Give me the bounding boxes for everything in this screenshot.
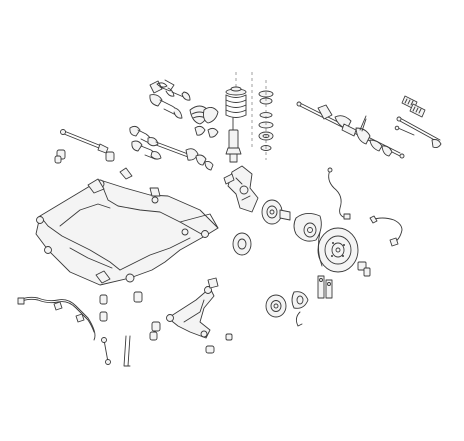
shock-absorber-icon (225, 117, 242, 163)
caliper-bracket-icon (317, 275, 333, 299)
link-rod-icon (101, 335, 131, 367)
tie-rod-icon (60, 129, 109, 154)
brake-disc-icon (317, 227, 371, 277)
wheel-hub-icon (232, 199, 291, 256)
drive-shaft-icon (149, 79, 191, 119)
strut-mount-icon (258, 80, 274, 160)
steering-boot-icon (401, 95, 426, 118)
tie-rod-right-icon (394, 116, 442, 149)
drive-shaft-lower-icon (129, 125, 214, 171)
brake-caliper-icon (293, 213, 322, 242)
coil-spring-icon (225, 72, 253, 150)
sensor-cable-icon (327, 167, 403, 247)
control-arm-icon (166, 277, 219, 339)
bushing-icon (54, 149, 115, 164)
bushings-lower-icon (99, 291, 233, 354)
cv-joint-boots (189, 105, 219, 138)
hub-bearing-lower-icon (265, 291, 309, 327)
subframe-icon (35, 167, 219, 286)
knuckle-icon (223, 165, 259, 213)
stabilizer-bar-icon (17, 296, 96, 341)
steering-rack-icon (296, 101, 405, 159)
